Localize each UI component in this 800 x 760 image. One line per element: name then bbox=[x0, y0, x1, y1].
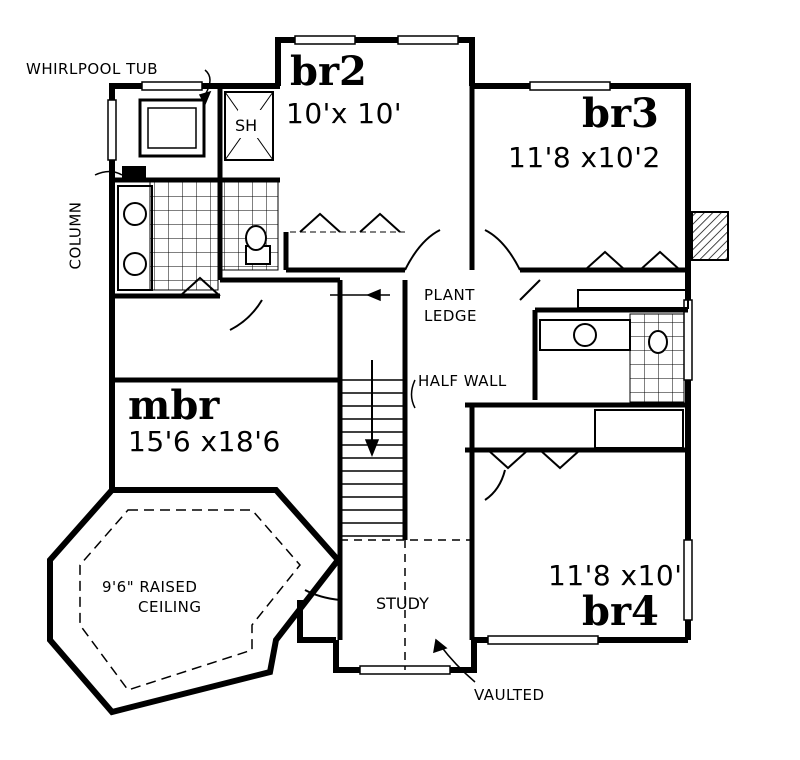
shower-label: SH bbox=[235, 116, 258, 135]
mbr-dimensions: 15'6 x18'6 bbox=[128, 425, 281, 458]
br3-dimensions: 11'8 x10'2 bbox=[508, 141, 661, 174]
shower bbox=[224, 91, 274, 161]
vanity bbox=[117, 185, 153, 291]
bath-tile-floor bbox=[149, 181, 219, 291]
study-label: STUDY bbox=[376, 594, 429, 613]
staircase bbox=[340, 360, 405, 537]
br4-dimensions: 11'8 x10' bbox=[548, 559, 683, 592]
column-label: COLUMN bbox=[66, 201, 85, 270]
closet-doors bbox=[290, 212, 689, 470]
study-vault-lines bbox=[340, 539, 472, 670]
door-swings bbox=[179, 229, 541, 601]
raised-ceiling-label-2: CEILING bbox=[138, 598, 202, 616]
chimney bbox=[691, 211, 729, 261]
br2-dimensions: 10'x 10' bbox=[286, 97, 403, 130]
bay-outline bbox=[47, 487, 342, 716]
br2-name: br2 bbox=[290, 48, 367, 95]
whirlpool-tub-label: WHIRLPOOL TUB bbox=[26, 60, 159, 78]
mbr-name: mbr bbox=[128, 382, 220, 429]
vaulted-label: VAULTED bbox=[474, 686, 545, 704]
plant-ledge-label-1: PLANT bbox=[424, 286, 475, 304]
whirlpool-tub bbox=[138, 98, 206, 158]
br4-name: br4 bbox=[582, 588, 659, 635]
half-wall-label: HALF WALL bbox=[418, 372, 507, 390]
bay-window-octagon bbox=[47, 487, 342, 716]
hall-tub bbox=[594, 409, 684, 449]
hall-bath-tile bbox=[629, 313, 685, 403]
br3-name: br3 bbox=[582, 90, 659, 137]
toilet bbox=[245, 225, 271, 265]
raised-ceiling-label-1: 9'6" RAISED bbox=[102, 578, 198, 596]
leader-lines bbox=[94, 69, 476, 683]
plant-ledge-label-2: LEDGE bbox=[424, 307, 477, 325]
